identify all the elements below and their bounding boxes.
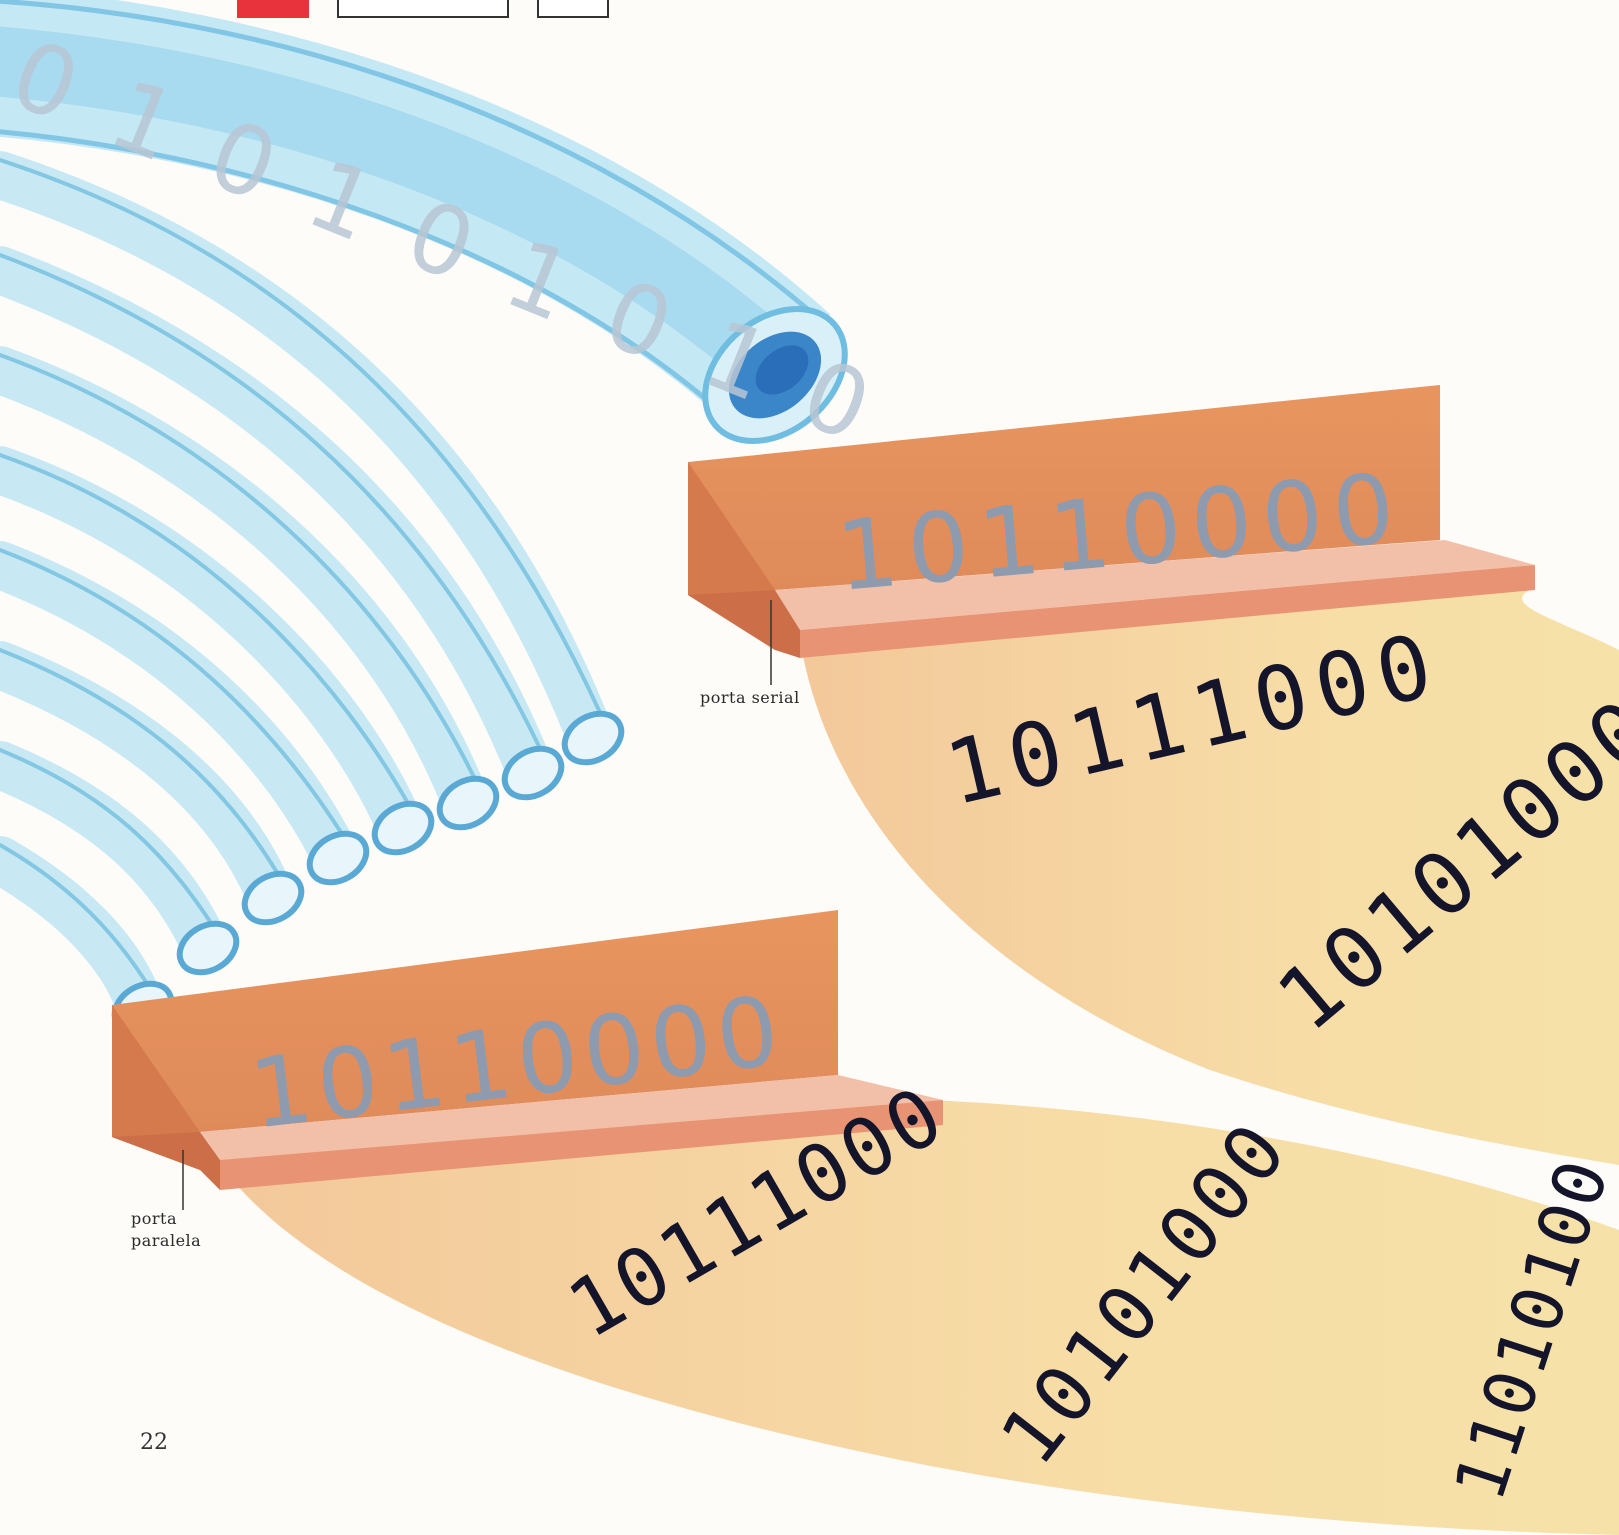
serial-port-label: porta serial (700, 688, 800, 707)
serial-tube (0, 0, 848, 444)
parallel-paper (210, 1100, 1619, 1535)
page-number: 22 (140, 1430, 168, 1455)
header-red-box (237, 0, 309, 18)
parallel-port-label-line1: porta (131, 1209, 177, 1228)
parallel-port (112, 910, 943, 1190)
header-empty-box (337, 0, 509, 18)
serial-port (688, 385, 1535, 658)
parallel-port-label-line2: paralela (131, 1231, 202, 1250)
header-small-box (537, 0, 609, 18)
parallel-tubes (0, 151, 625, 1036)
serial-paper (800, 590, 1619, 1165)
